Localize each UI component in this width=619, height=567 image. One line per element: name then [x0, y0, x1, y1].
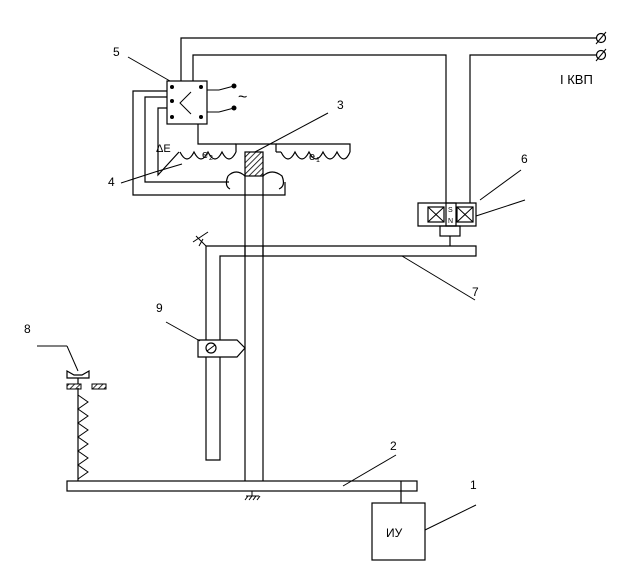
magnet-s: S — [448, 207, 453, 214]
lever-pivot — [192, 231, 209, 247]
power-terminals: I КВП — [560, 31, 607, 87]
callout-2: 2 — [390, 439, 397, 453]
e2-label: e 2 — [202, 149, 213, 162]
callout-6: 6 — [521, 152, 528, 166]
callout-4: 4 — [108, 175, 115, 189]
base-plate — [66, 480, 418, 501]
polarized-relay: S N — [417, 202, 477, 246]
spring-adjuster — [66, 369, 107, 481]
svg-text:1: 1 — [316, 157, 320, 164]
counterweight — [197, 339, 246, 358]
wiring — [132, 37, 597, 203]
power-terminals-label: I КВП — [560, 72, 593, 87]
callout-7: 7 — [472, 285, 479, 299]
callout-1: 1 — [470, 478, 477, 492]
callout-8: 8 — [24, 322, 31, 336]
e1-label: e 1 — [309, 151, 320, 164]
callout-9: 9 — [156, 301, 163, 315]
svg-text:e: e — [309, 151, 315, 163]
svg-text:2: 2 — [209, 155, 213, 162]
measuring-device: ИУ — [371, 481, 426, 561]
differential-transformer — [179, 143, 351, 190]
ac-symbol: ~ — [238, 89, 247, 106]
measuring-device-label: ИУ — [386, 526, 403, 540]
callout-leaders — [37, 56, 526, 531]
delta-e-label: ΔE — [156, 143, 171, 155]
magnet-n: N — [448, 218, 453, 225]
lever-arm — [205, 245, 477, 461]
vertical-rod — [244, 174, 264, 481]
relay-block: ~ — [166, 80, 247, 125]
callout-3: 3 — [337, 98, 344, 112]
callout-5: 5 — [113, 45, 120, 59]
svg-text:e: e — [202, 149, 208, 161]
